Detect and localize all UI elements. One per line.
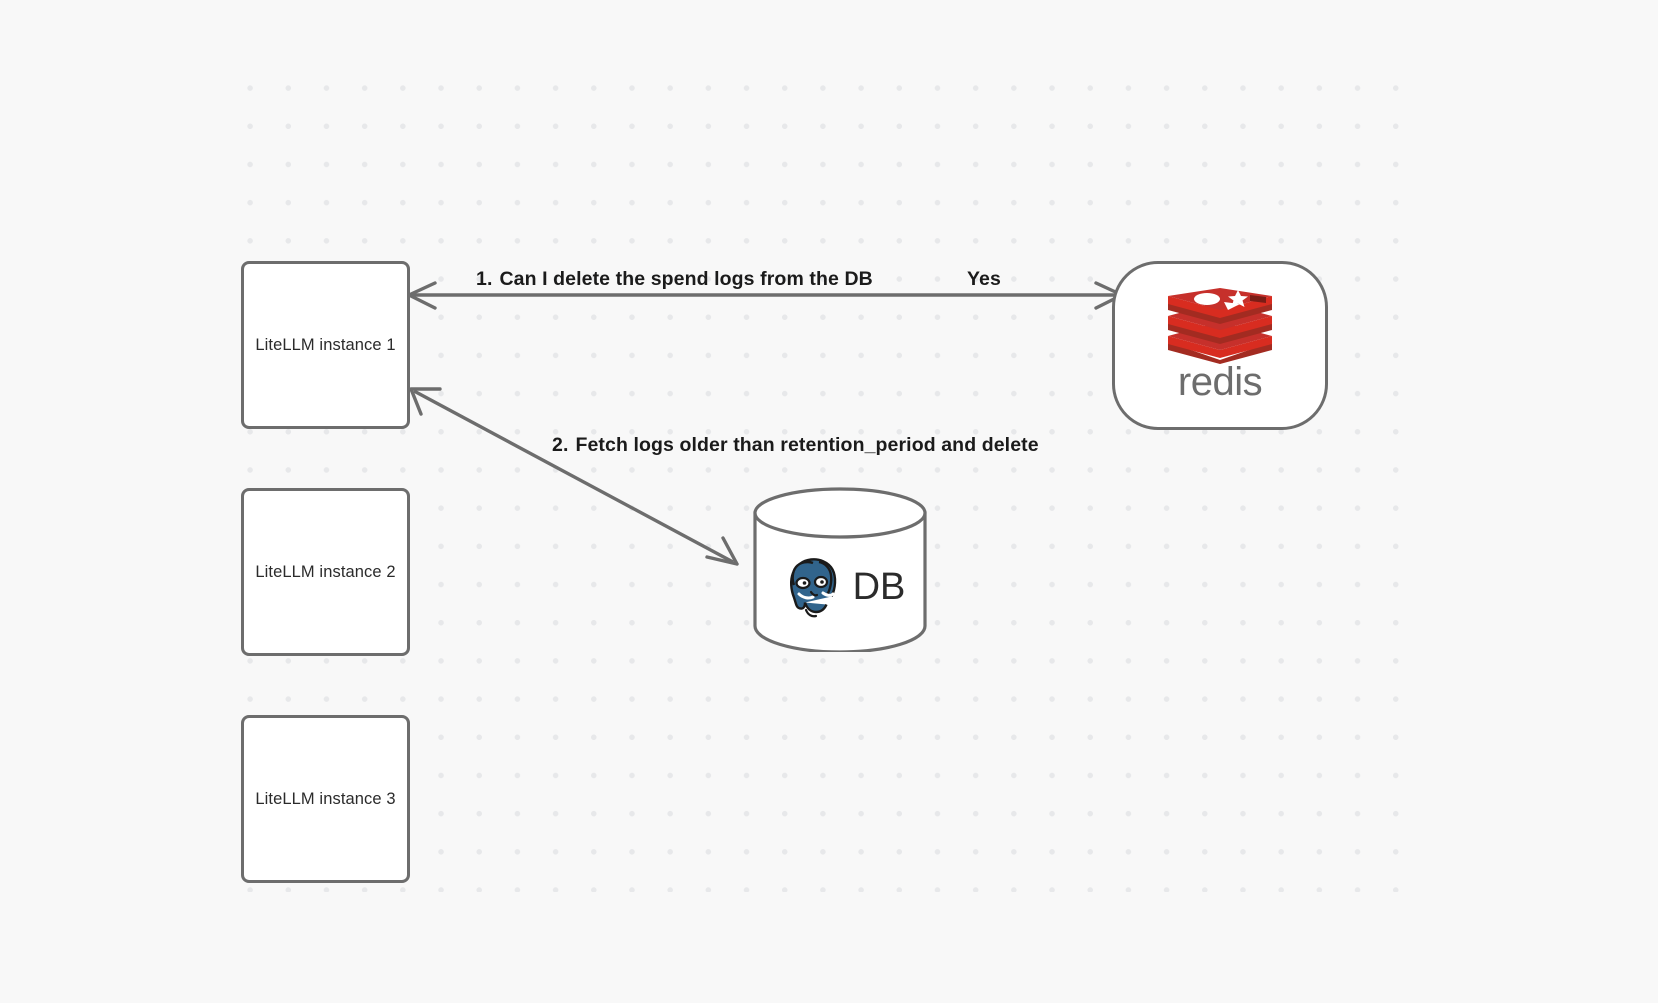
node-label: LiteLLM instance 2 [255,562,396,581]
database-content: DB [752,539,928,635]
edge-2-text: Fetch logs older than retention_period a… [575,434,1039,456]
node-label: LiteLLM instance 3 [255,789,396,808]
postgresql-elephant-icon [786,554,839,618]
node-litellm-instance-2[interactable]: LiteLLM instance 2 [241,488,410,656]
edge-1-label: 1. Can I delete the spend logs from the D… [476,268,873,291]
node-database[interactable]: DB [752,487,928,652]
edge-2-number: 2. [552,434,569,456]
node-litellm-instance-1[interactable]: LiteLLM instance 1 [241,261,410,429]
node-label: LiteLLM instance 1 [255,335,396,354]
edge-2-label: 2. Fetch logs older than retention_period… [552,434,1039,457]
edge-1-number: 1. [476,268,493,290]
node-redis[interactable]: redis [1112,261,1328,430]
db-label: DB [852,566,906,608]
edge-2-connector [409,387,739,566]
cylinder-shape-icon [753,487,927,652]
edge-1-reply-label: Yes [967,268,1001,290]
redis-wordmark-text: redis [1178,362,1262,404]
node-litellm-instance-3[interactable]: LiteLLM instance 3 [241,715,410,883]
redis-logo-icon [1168,287,1272,364]
edge-1-text: Can I delete the spend logs from the DB [499,268,873,290]
redis-wordmark-icon: redis [1178,362,1263,404]
